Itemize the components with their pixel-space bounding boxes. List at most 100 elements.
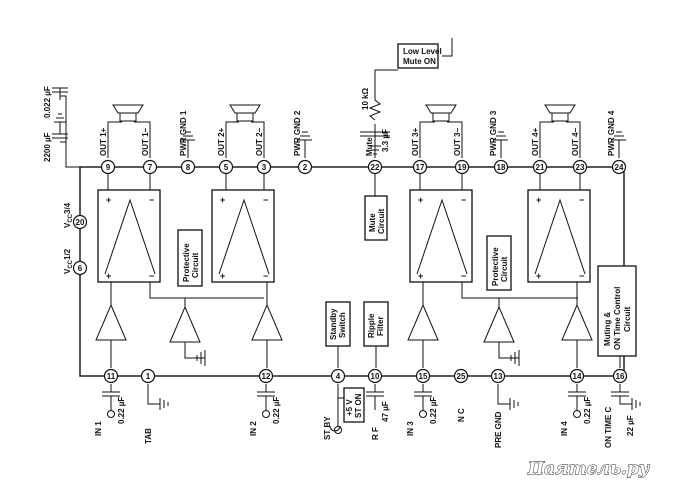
label-in4: IN 4 [560,421,569,436]
label-out2-minus: OUT 2− [255,127,264,156]
ground-mute-icon [369,136,381,155]
st-on-box [343,387,365,423]
protective-circuit-1-box [177,229,203,287]
svg-text:−: − [263,195,268,205]
svg-text:+: + [418,195,423,205]
svg-text:−: − [461,195,466,205]
value-c-on: 22 µF [626,415,635,436]
svg-text:23: 23 [576,163,585,172]
power-amp-3 [409,189,473,283]
pin-13: 13 [490,368,506,384]
speaker-3-icon [419,104,463,158]
svg-text:+: + [220,195,225,205]
watermark-text: Паятель.ру [527,459,650,479]
svg-text:4: 4 [336,372,341,381]
value-c-in1: 0.22 µF [117,397,126,424]
svg-text:15: 15 [419,372,428,381]
speaker-1-icon [107,104,151,158]
mute-on-text: Mute ON [403,57,436,66]
protective2-line1: Protective [491,247,500,286]
label-in1: IN 1 [94,421,103,436]
protective1-line1: Protective [182,243,191,282]
pin-4: 4 [330,368,346,384]
input-4-terminal [573,410,581,418]
svg-text:+: + [536,271,541,281]
svg-text:3: 3 [262,163,267,172]
st-on-line2: ST ON [354,393,363,418]
preamp-1 [95,303,127,341]
standby-terminal [334,426,342,434]
svg-text:18: 18 [497,163,506,172]
label-pwr-gnd4: PWR GND 4 [607,110,616,156]
speaker-4-icon [539,104,581,158]
pin-8: 8 [180,159,196,175]
value-c-in2: 0.22 µF [272,397,281,424]
label-out4-minus: OUT 4− [571,127,580,156]
muting-on-time-box [597,265,637,357]
label-pre-gnd: PRE GND [494,411,503,448]
input-1-terminal [107,410,115,418]
pin-9: 9 [100,159,116,175]
pin-5: 5 [218,159,234,175]
mute-circuit-line2: Circuit [377,208,386,234]
value-c-33: 3.3 µF [381,129,390,152]
label-in2: IN 2 [249,421,258,436]
svg-text:−: − [579,195,584,205]
svg-text:−: − [461,271,466,281]
svg-text:14: 14 [573,372,582,381]
power-amp-1 [97,189,161,283]
label-stby: ST BY [323,416,332,440]
input-2-terminal [262,410,270,418]
value-r-10k: 10 kΩ [361,87,370,110]
pin-14: 14 [569,368,585,384]
svg-text:7: 7 [148,163,153,172]
muting-line3: Circuit [623,306,632,332]
pin-2: 2 [297,159,313,175]
label-tab: TAB [144,428,153,444]
value-c-in3: 0.22 µF [429,397,438,424]
svg-text:−: − [149,271,154,281]
svg-text:21: 21 [536,163,545,172]
svg-text:5: 5 [224,163,229,172]
svg-text:−: − [579,271,584,281]
svg-text:1: 1 [146,372,151,381]
muting-line2: ON Time Control [613,287,622,350]
svg-text:9: 9 [106,163,111,172]
power-amp-2 [211,189,275,283]
svg-text:20: 20 [76,218,85,227]
power-amp-4 [527,189,591,283]
label-mute: Mute [365,137,374,156]
label-out1-plus: OUT 1+ [99,127,108,156]
muting-line1: Muting & [603,312,612,346]
pin-1: 1 [140,368,156,384]
label-pwr-gnd3: PWR GND 3 [489,110,498,156]
ground-pwr1-icon [181,131,195,158]
pin-20: 20 [72,214,88,230]
label-nc: N C [457,408,466,422]
ground-supply-icon [54,113,66,130]
preamp-3 [407,303,439,341]
pin-21: 21 [532,159,548,175]
low-level-text: Low Level [403,47,442,56]
pin-12: 12 [258,368,274,384]
pin-18: 18 [493,159,509,175]
svg-text:+: + [536,195,541,205]
label-rf: R F [371,427,380,440]
protective-circuit-2-box [486,235,512,291]
speaker-2-icon [225,104,265,158]
mute-circuit-line1: Mute [368,213,377,232]
low-level-mute-on-box [397,43,439,69]
feedback-amp-2 [483,305,515,343]
label-out3-plus: OUT 3+ [411,127,420,156]
pin-10: 10 [367,368,383,384]
ground-feedback1-icon [196,350,206,366]
value-c-0022: 0.022 µF [43,86,52,118]
svg-text:2: 2 [303,163,308,172]
standby-line2: Switch [338,312,347,338]
svg-text:22: 22 [371,163,380,172]
ground-feedback2-icon [510,350,520,366]
svg-text:17: 17 [416,163,425,172]
ripple-line1: Ripple [367,313,376,338]
protective1-line2: Circuit [191,252,200,278]
